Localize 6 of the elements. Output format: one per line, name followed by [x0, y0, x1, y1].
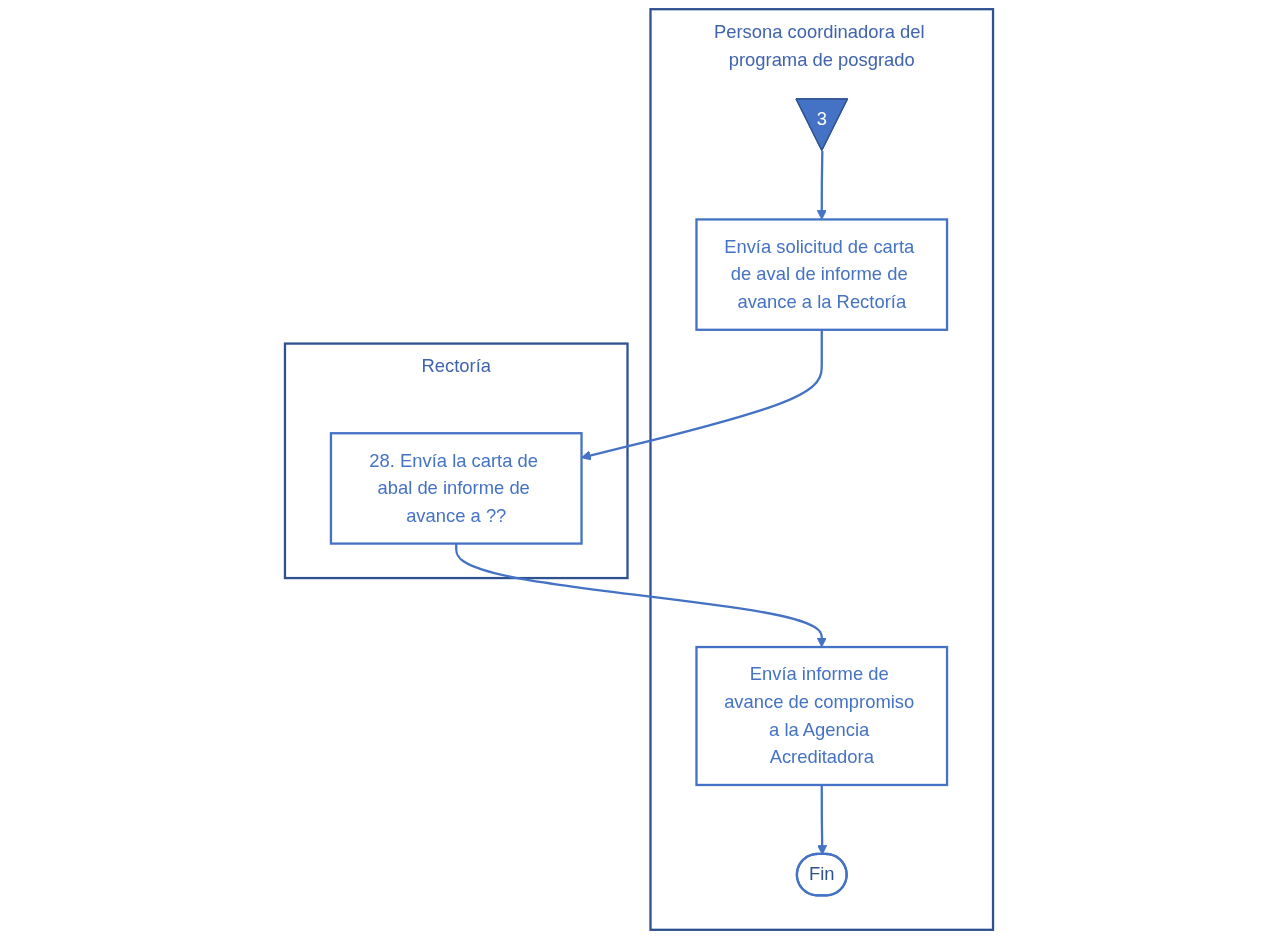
node-box: Envía solicitud de carta de aval de informe de avance a la Rectoría	[695, 218, 949, 331]
arrow	[455, 543, 827, 648]
node-box: Envía informe de avance de compromiso a la Agencia Acreditadora	[695, 645, 949, 787]
arrow	[581, 329, 823, 461]
node-box: 28. Envía la carta de abal de informe de avance a ??	[329, 432, 583, 545]
arrow	[816, 151, 827, 220]
